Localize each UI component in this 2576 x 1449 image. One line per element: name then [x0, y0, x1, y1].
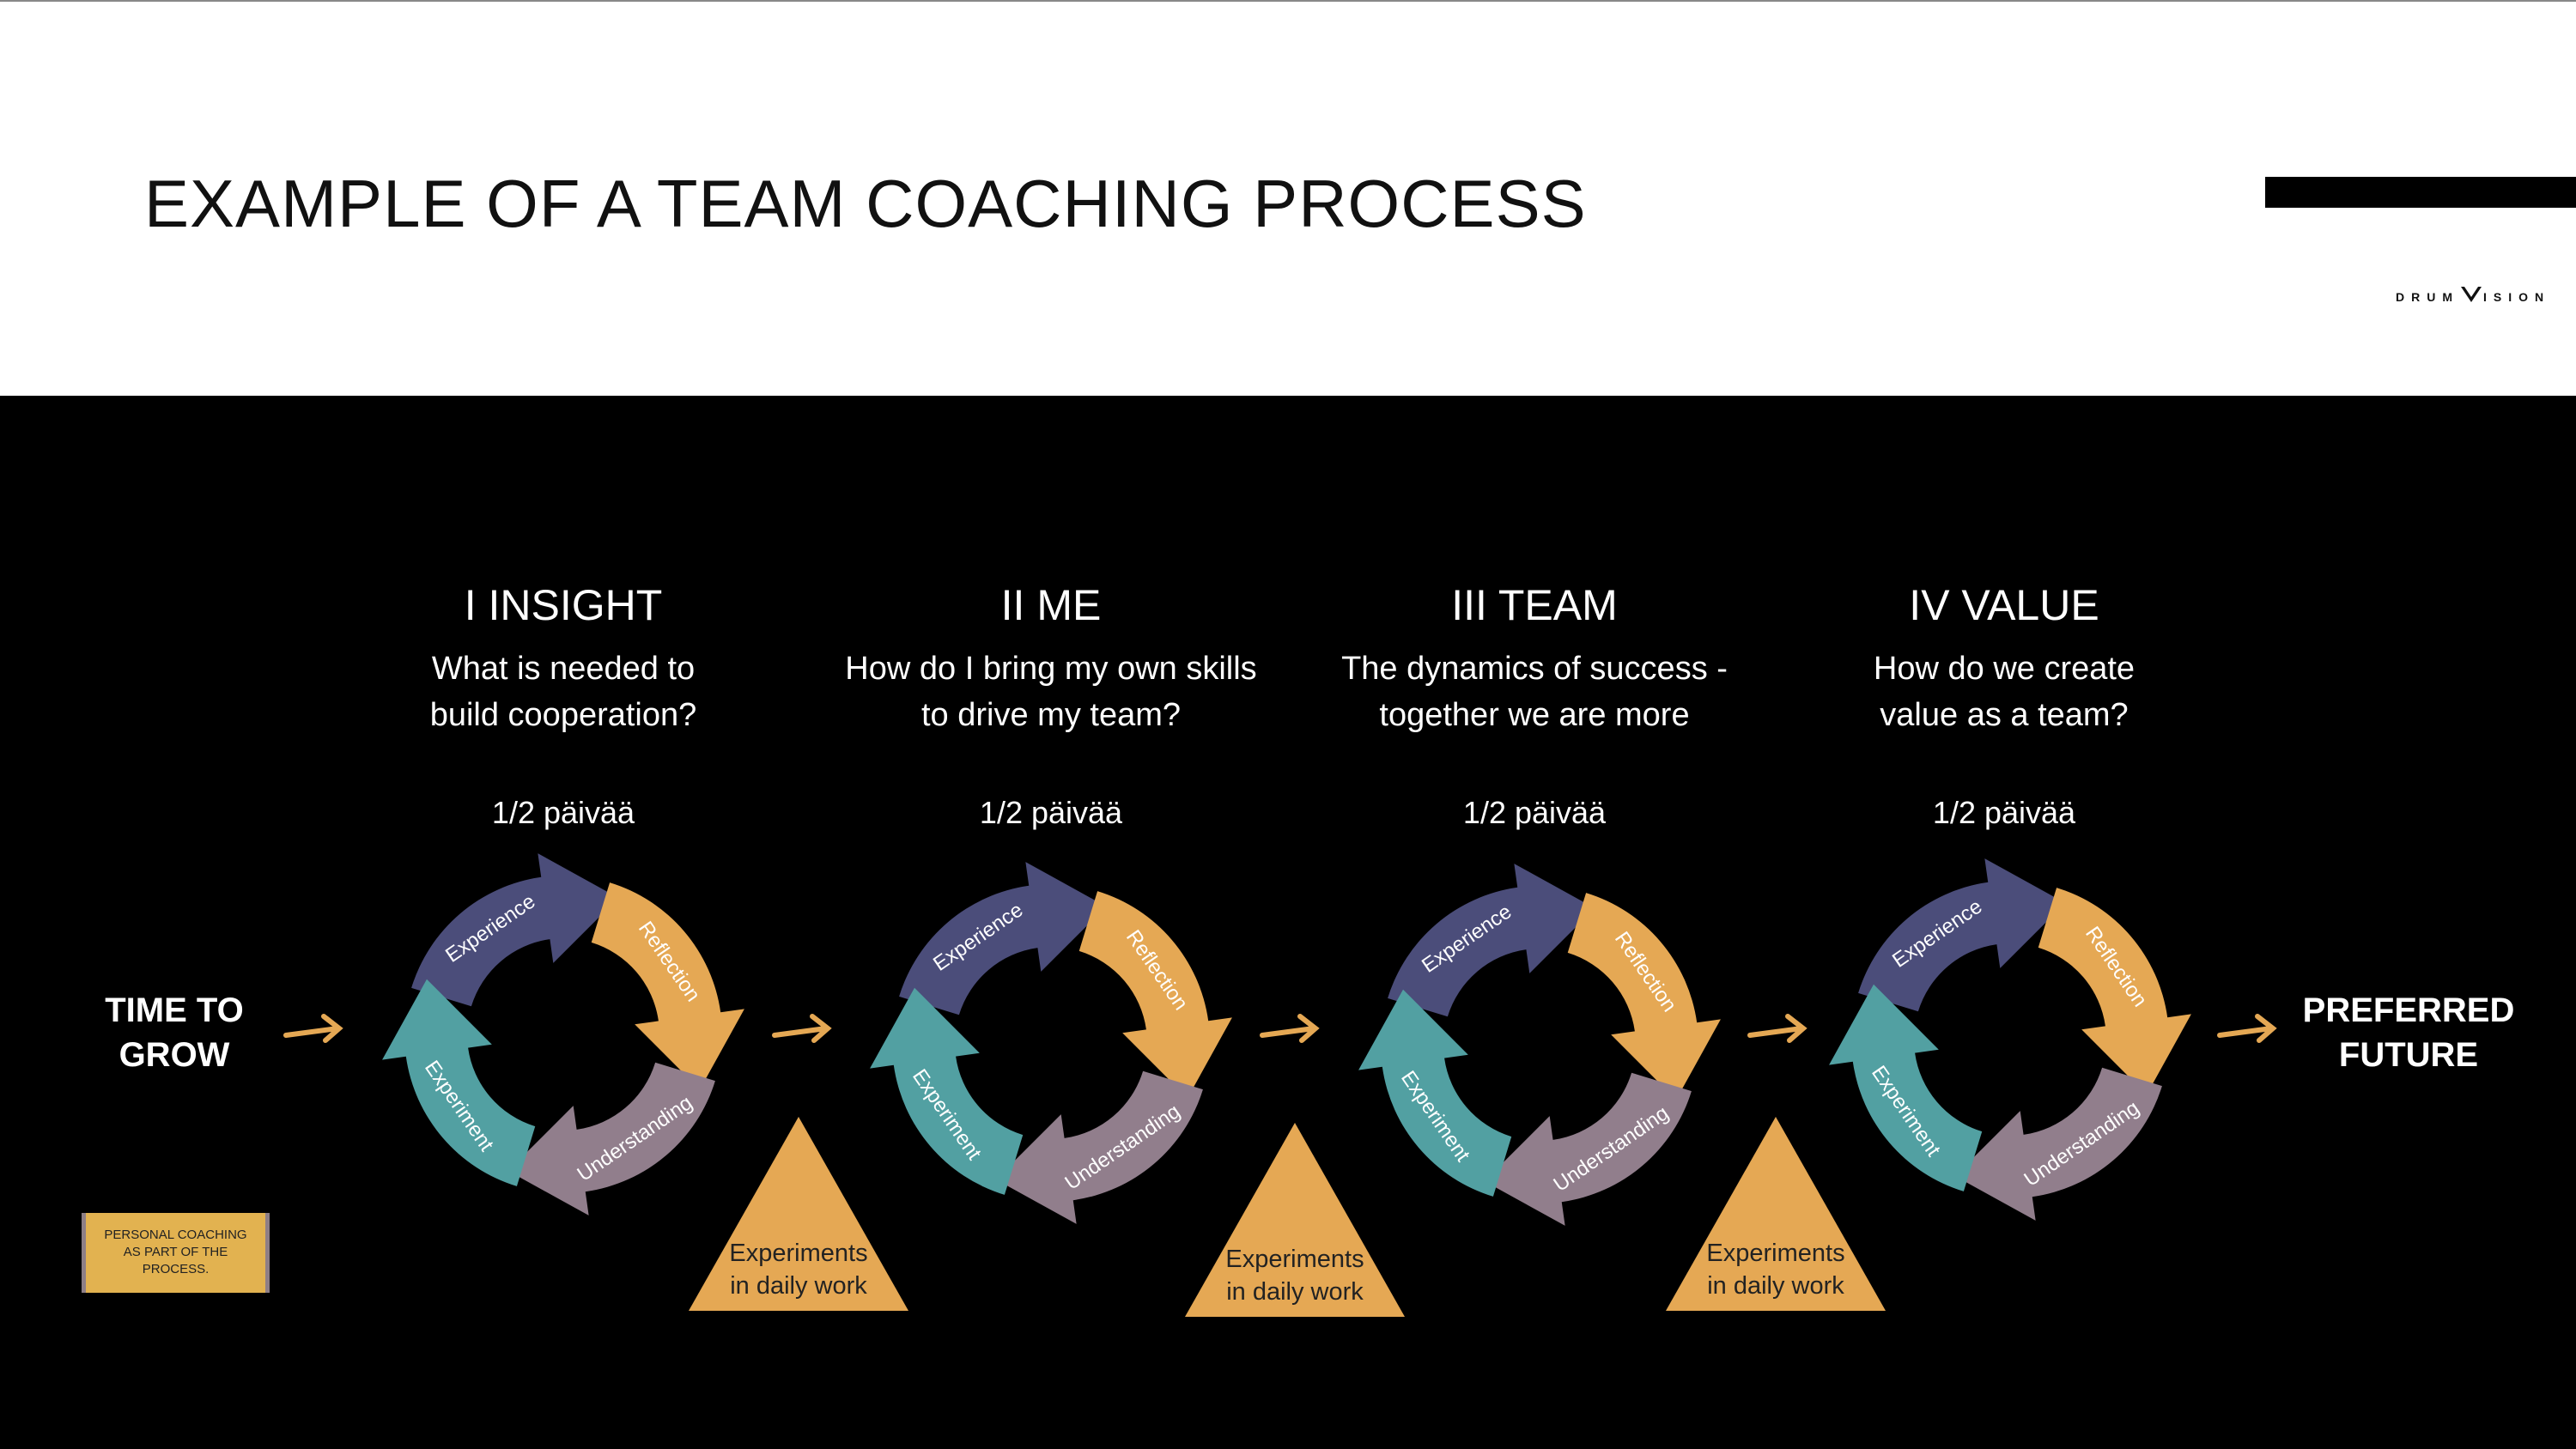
- flow-arrow-icon: [283, 1014, 343, 1043]
- end-label-line: FUTURE: [2338, 1036, 2479, 1074]
- cycle-arrow-experiment: [382, 979, 536, 1186]
- question-line: How do we create: [1873, 651, 2136, 687]
- phase-question: What is needed to build cooperation?: [323, 646, 804, 738]
- end-label: PREFERRED FUTURE: [2280, 988, 2537, 1077]
- start-label: TIME TO GROW: [46, 988, 303, 1077]
- page-title: EXAMPLE OF A TEAM COACHING PROCESS: [144, 166, 1587, 241]
- end-label-line: PREFERRED: [2302, 991, 2515, 1029]
- cycle-arrow-understanding: [1954, 1067, 2162, 1221]
- experiments-label: in daily work: [730, 1272, 867, 1300]
- flow-arrow-icon: [772, 1014, 832, 1043]
- phase-2: II ME How do I bring my own skills to dri…: [811, 580, 1291, 830]
- flow-arrow-icon: [1747, 1014, 1807, 1043]
- cycle-arrow-understanding: [1484, 1072, 1692, 1226]
- experiments-triangle: Experiments in daily work: [689, 1117, 908, 1311]
- start-label-line: GROW: [118, 1036, 230, 1074]
- process-diagram: TIME TO GROW PREFERRED FUTURE I INSIGHT Wh…: [0, 396, 2576, 1449]
- experiments-label: Experiments: [729, 1240, 867, 1267]
- experiments-label: in daily work: [1707, 1272, 1844, 1300]
- decorative-bar: [2265, 177, 2576, 208]
- phase-question: How do I bring my own skills to drive my …: [811, 646, 1291, 738]
- phase-heading: II ME: [1000, 581, 1102, 629]
- logo-v-icon: [2461, 287, 2482, 302]
- cycle-arrow-understanding: [995, 1070, 1203, 1224]
- question-line: together we are more: [1379, 697, 1690, 733]
- cycle-arrow-reflection: [2038, 888, 2191, 1095]
- question-line: How do I bring my own skills: [845, 651, 1257, 687]
- note-line: PROCESS.: [142, 1262, 210, 1276]
- cycle-arrow-experience: [1388, 864, 1595, 1017]
- phase-duration: 1/2 päivää: [491, 795, 635, 830]
- experiments-triangle: Experiments in daily work: [1666, 1117, 1886, 1311]
- start-label-line: TIME TO: [105, 991, 244, 1029]
- cycle-arrow-reflection: [1078, 891, 1232, 1099]
- cycle-arrow-experiment: [870, 987, 1024, 1195]
- question-line: What is needed to: [431, 651, 696, 687]
- cycle-arrow-experience: [1858, 858, 2066, 1012]
- experiments-label: Experiments: [1225, 1246, 1364, 1273]
- phase-3: III TEAM The dynamics of success - togeth…: [1294, 580, 1775, 830]
- phase-1: I INSIGHT What is needed to build coopera…: [323, 580, 804, 830]
- question-line: build cooperation?: [429, 697, 697, 733]
- experiments-triangle: Experiments in daily work: [1185, 1123, 1405, 1317]
- note-line: PERSONAL COACHING: [104, 1228, 247, 1242]
- phase-heading: I INSIGHT: [464, 581, 663, 629]
- flow-arrow-icon: [2217, 1014, 2277, 1043]
- cycle-arrow-experiment: [1358, 989, 1512, 1197]
- phase-duration: 1/2 päivää: [979, 795, 1123, 830]
- phase-duration: 1/2 päivää: [1462, 795, 1607, 830]
- cycle-arrow-reflection: [591, 882, 744, 1090]
- experiments-label: in daily work: [1226, 1278, 1364, 1306]
- phase-question: How do we create value as a team?: [1764, 646, 2245, 738]
- phase-duration: 1/2 päivää: [1932, 795, 2076, 830]
- cycle-arrow-experience: [411, 853, 619, 1007]
- personal-coaching-note: PERSONAL COACHING AS PART OF THE PROCESS…: [82, 1213, 270, 1293]
- phase-question: The dynamics of success - together we are…: [1294, 646, 1775, 738]
- phase-heading: IV VALUE: [1909, 581, 2099, 629]
- cycle-arrow-understanding: [507, 1062, 715, 1216]
- cycle-arrow-experience: [899, 862, 1107, 1016]
- question-line: to drive my team?: [921, 697, 1181, 733]
- flow-arrow-icon: [1260, 1014, 1320, 1043]
- experiments-label: Experiments: [1706, 1240, 1844, 1267]
- cycle-arrow-reflection: [1567, 893, 1721, 1100]
- phase-4: IV VALUE How do we create value as a team…: [1764, 580, 2245, 830]
- note-line: AS PART OF THE: [123, 1245, 228, 1259]
- question-line: The dynamics of success -: [1341, 651, 1728, 687]
- question-line: value as a team?: [1880, 697, 2129, 733]
- phase-heading: III TEAM: [1451, 581, 1618, 629]
- cycle-arrow-experiment: [1829, 984, 1983, 1191]
